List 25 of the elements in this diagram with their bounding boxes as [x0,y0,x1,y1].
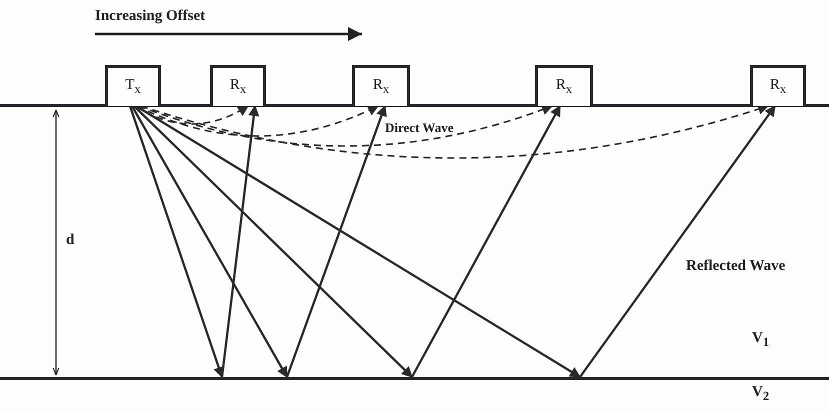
direct-wave-arrow [138,104,554,147]
ray-arrow [128,106,224,378]
antenna-label: R$_{x}$ [770,77,786,97]
layer-interface-line [0,377,829,380]
ray-arrow [411,105,561,378]
antenna-label: R$_{x}$ [372,77,390,97]
antenna-box [750,65,806,106]
ray-arrow [220,104,260,378]
layer-velocity-label: V$_{1}$ [752,330,770,350]
antenna-box [352,65,410,106]
ray-arrow [579,105,776,378]
antenna-label: R$_{x}$ [556,77,572,97]
axis-label: Increasing Offset [95,8,206,25]
antenna-label: T$_{x}$ [125,77,141,97]
wave-label: Reflected Wave [686,258,786,275]
depth-label: d [66,232,74,249]
antenna-label: R$_{x}$ [230,77,246,97]
antenna-box [535,65,593,106]
antenna-box [105,65,161,106]
ray-arrow [131,105,288,378]
wave-label: Direct Wave [385,120,454,136]
layer-velocity-label: V$_{2}$ [752,384,770,404]
ray-arrow [133,105,413,378]
ray-arrow [286,104,387,378]
antenna-box [210,65,266,106]
